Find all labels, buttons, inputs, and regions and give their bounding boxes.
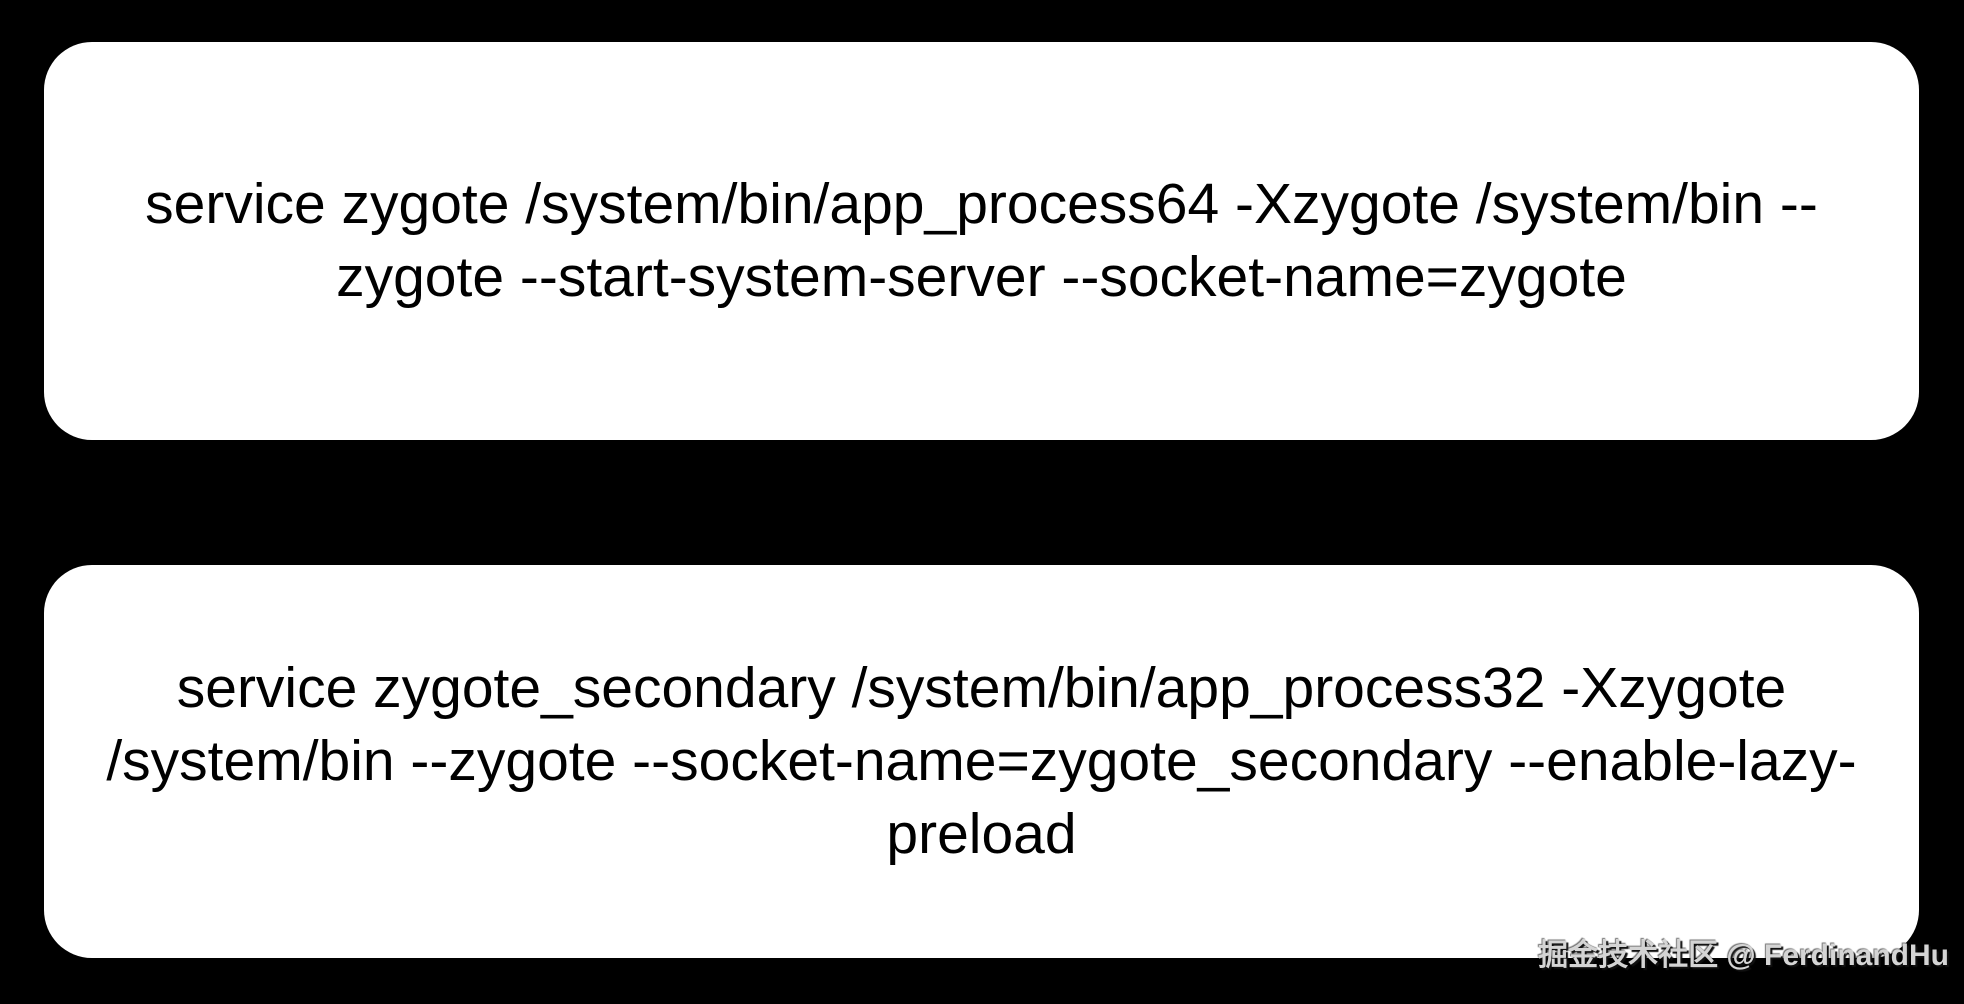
command-line: preload — [886, 802, 1077, 866]
zygote-service-card: service zygote /system/bin/app_process64… — [44, 42, 1919, 440]
zygote-secondary-service-card: service zygote_secondary /system/bin/app… — [44, 565, 1919, 958]
zygote-command-text: service zygote /system/bin/app_process64… — [145, 168, 1818, 314]
command-line: service zygote_secondary /system/bin/app… — [176, 656, 1787, 720]
command-line: /system/bin --zygote --socket-name=zygot… — [106, 729, 1857, 793]
zygote-secondary-command-text: service zygote_secondary /system/bin/app… — [106, 652, 1856, 871]
command-line: service zygote /system/bin/app_process64… — [145, 172, 1818, 236]
command-line: zygote --start-system-server --socket-na… — [336, 245, 1627, 309]
watermark: 掘金技术社区 @ FerdinandHu — [1538, 939, 1949, 972]
